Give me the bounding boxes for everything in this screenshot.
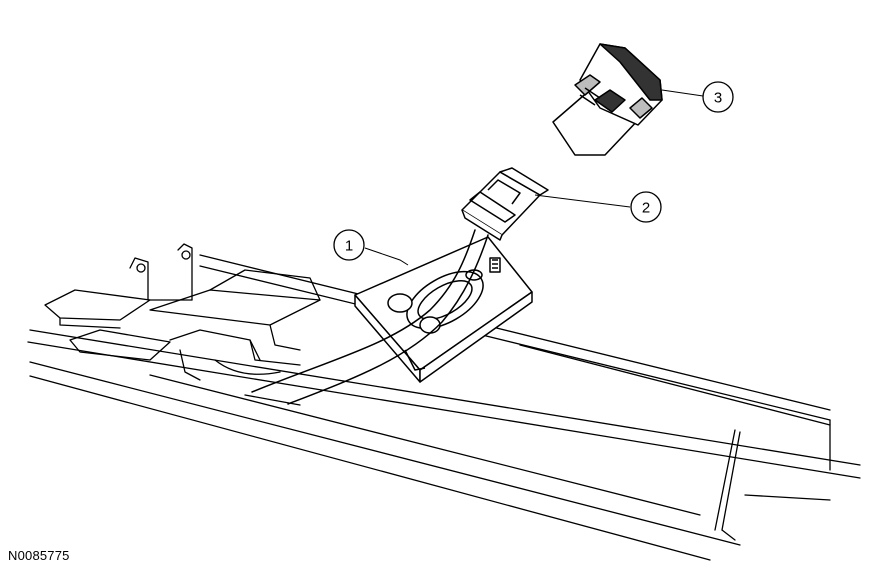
auxiliary-jack-part: [552, 43, 663, 156]
callout-2: 2: [630, 191, 662, 223]
callout-2-label: 2: [642, 200, 650, 217]
bezel-part: [354, 236, 533, 383]
leader-lines: [364, 89, 704, 266]
callout-1: 1: [333, 229, 365, 261]
callout-3: 3: [702, 81, 734, 113]
connector-part: [461, 167, 549, 241]
console-body: [27, 243, 861, 561]
leader-line-1: [364, 247, 409, 266]
callout-3-label: 3: [714, 90, 722, 107]
leader-line-2: [534, 194, 631, 208]
leader-line-3: [661, 89, 704, 97]
callout-1-label: 1: [345, 238, 353, 255]
figure-id-label: N0085775: [8, 548, 70, 563]
harness-cable: [251, 229, 489, 405]
